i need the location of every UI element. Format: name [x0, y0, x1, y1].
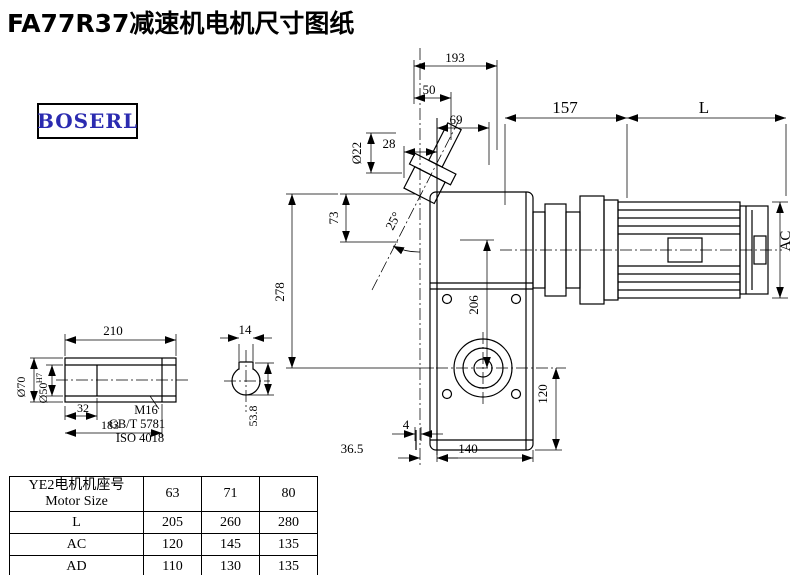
AC-71: 145	[201, 533, 260, 556]
standard-iso4018: ISO 4018	[116, 431, 164, 445]
dim-angle-25: 25°	[382, 209, 404, 232]
table-row-AD: AD 110 130 135	[9, 555, 318, 575]
dim-36-5: 36.5	[341, 441, 364, 456]
dim-dia70: Ø70	[14, 377, 28, 398]
motor-size-label-en: Motor Size	[45, 494, 108, 509]
dim-206: 206	[466, 295, 481, 315]
dim-L: L	[699, 98, 709, 117]
dimension-lines	[30, 62, 786, 462]
frame-size-80: 80	[259, 476, 318, 512]
frame-size-71: 71	[201, 476, 260, 512]
m16-leader-line	[149, 395, 160, 410]
dim-50: 50	[423, 82, 436, 97]
dim-28: 28	[383, 136, 396, 151]
AD-71: 130	[201, 555, 260, 575]
dim-AC: AC	[778, 231, 794, 252]
gearbox-housing	[415, 191, 534, 451]
table-row-L: L 205 260 280	[9, 511, 318, 534]
AC-63: 120	[143, 533, 202, 556]
L-63: 205	[143, 511, 202, 534]
boserl-logo: BOSERL	[37, 103, 138, 139]
page-title: FA77R37减速机电机尺寸图纸	[7, 9, 355, 38]
dim-157: 157	[552, 98, 578, 117]
dim-14: 14	[239, 322, 253, 337]
motor-size-header-cell: YE2电机机座号 Motor Size	[9, 476, 144, 512]
dim-69: 69	[450, 112, 463, 127]
dim-140: 140	[458, 441, 478, 456]
thread-callout-m16: M16	[134, 403, 158, 417]
L-80: 280	[259, 511, 318, 534]
AC-80: 135	[259, 533, 318, 556]
row-label-L: L	[9, 511, 144, 534]
dim-73: 73	[326, 212, 341, 225]
angle-arc	[392, 245, 421, 255]
dim-183: 183	[101, 418, 119, 432]
dim-193: 193	[445, 50, 465, 65]
motor-size-label-zh: YE2电机机座号	[28, 478, 125, 493]
dim-278: 278	[272, 282, 287, 302]
dim-dia50: Ø50	[36, 383, 50, 404]
standard-gbt5781: GB/T 5781	[109, 417, 165, 431]
center-lines	[56, 48, 782, 468]
dim-53-8: 53.8	[246, 406, 260, 427]
row-label-AD: AD	[9, 555, 144, 575]
dim-210: 210	[103, 323, 123, 338]
gearbox-input-assembly	[403, 122, 462, 205]
row-label-AC: AC	[9, 533, 144, 556]
AD-80: 135	[259, 555, 318, 575]
dim-4: 4	[403, 417, 410, 432]
dim-dia22: Ø22	[349, 142, 364, 164]
technical-drawing: 193 50 69 28 Ø22 73 25° 278 157 L AC 206…	[14, 48, 794, 468]
frame-size-63: 63	[143, 476, 202, 512]
table-row-header: YE2电机机座号 Motor Size 63 71 80	[9, 476, 318, 512]
dim-32: 32	[77, 401, 89, 415]
AD-63: 110	[143, 555, 202, 575]
table-row-AC: AC 120 145 135	[9, 533, 318, 556]
motor-size-table: YE2电机机座号 Motor Size 63 71 80 L 205 260 2…	[9, 476, 318, 575]
dim-120: 120	[535, 384, 550, 404]
dim-dia50-tolerance: H7	[34, 373, 44, 383]
L-71: 260	[201, 511, 260, 534]
